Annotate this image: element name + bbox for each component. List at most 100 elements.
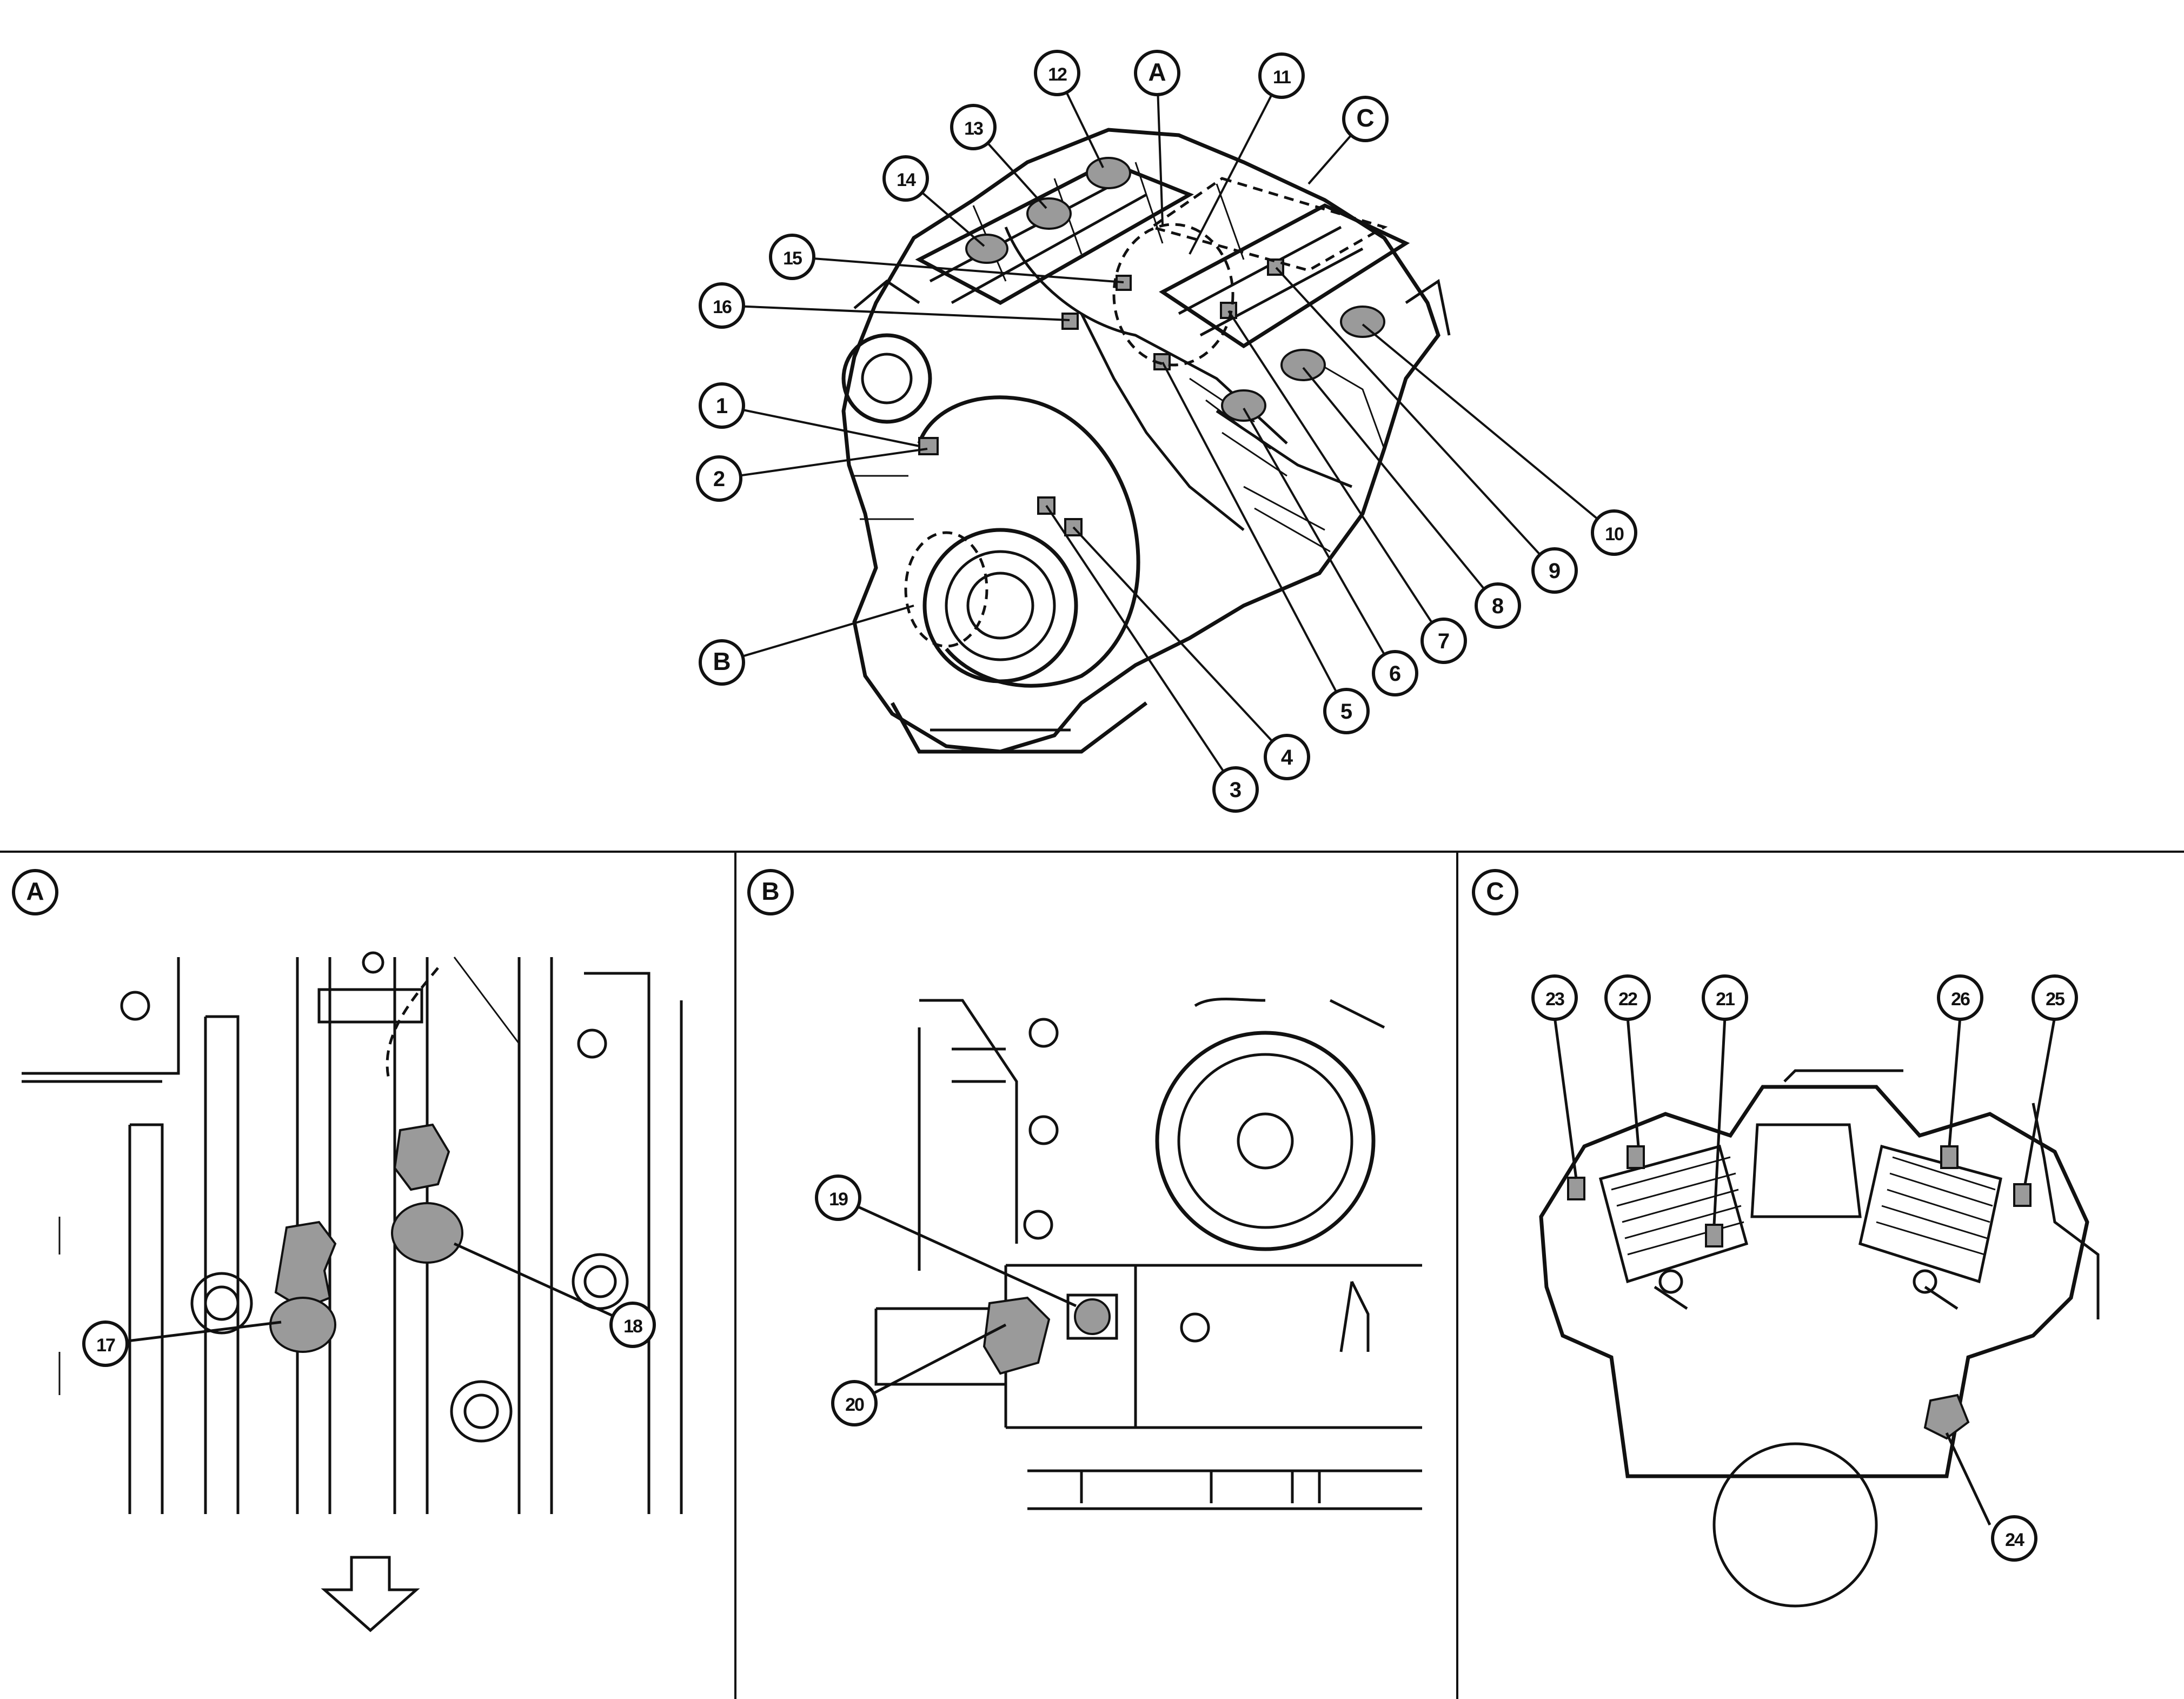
- callout-label: 9: [1549, 559, 1561, 583]
- leader-line: [1045, 505, 1237, 791]
- callout-circle: [831, 1380, 878, 1426]
- leader-line: [721, 404, 920, 447]
- callout-label: 25: [2046, 989, 2064, 1010]
- callout-circle: [1264, 734, 1310, 780]
- callout-12: 12: [1034, 50, 1104, 168]
- sensor-7-shape: [1220, 302, 1237, 319]
- callout-11: 11: [1189, 52, 1305, 255]
- callout-label: 18: [623, 1316, 642, 1337]
- sensor-24-shape: [1923, 1393, 1970, 1440]
- detail-highlight-outlines: [904, 177, 1388, 648]
- callout-circle: [882, 155, 929, 202]
- sensor-21-shape: [1705, 1224, 1723, 1247]
- callout-circle: [1604, 974, 1651, 1021]
- sensor-25-shape: [2013, 1183, 2032, 1207]
- callout-label: 16: [713, 297, 732, 317]
- callout-1: 1: [699, 382, 920, 447]
- sensor-19-shape: [1074, 1298, 1111, 1335]
- callout-circle: [1702, 974, 1748, 1021]
- panel-b-drawing: [837, 998, 1422, 1510]
- sensor-10-shape: [1340, 306, 1385, 338]
- callout-24: 24: [1991, 1515, 2037, 1562]
- leader-line: [1227, 310, 1445, 642]
- callout-circle: [747, 869, 794, 915]
- sensor-18-upper: [393, 1123, 450, 1191]
- callout-label: 24: [2005, 1530, 2024, 1550]
- callout-label: 5: [1340, 700, 1352, 724]
- sensor-12-shape: [1086, 157, 1131, 189]
- callout-circle: [699, 382, 745, 429]
- callout-label: A: [26, 877, 44, 905]
- sensor-22-shape: [1627, 1145, 1645, 1169]
- callout-6: 6: [1243, 408, 1418, 696]
- detail-b-outline: [904, 531, 988, 648]
- panel-callouts: A 17 18 B 19 20 C 21 22 23 24 25 26: [12, 869, 2078, 1562]
- callout-22: 22: [1604, 974, 1651, 1021]
- sensor-17-shape: [269, 1297, 336, 1353]
- callout-label: 1: [716, 394, 728, 418]
- sensor-6-shape: [1221, 389, 1266, 422]
- callout-circle: [1475, 582, 1521, 629]
- callout-10: 10: [1362, 323, 1637, 556]
- callout-circle: [769, 234, 815, 280]
- callout-label: 17: [96, 1335, 115, 1356]
- callout-label: 3: [1230, 778, 1242, 802]
- leader-line: [1072, 526, 1288, 758]
- leader-line: [721, 605, 914, 663]
- callout-circle: [1531, 547, 1578, 594]
- callout-9: 9: [1275, 267, 1578, 594]
- sensor-23-shape: [1567, 1177, 1585, 1200]
- callout-circle: [1937, 974, 1983, 1021]
- callout-8: 8: [1302, 367, 1521, 629]
- callout-label: C: [1486, 877, 1504, 905]
- callout-19: 19: [815, 1174, 861, 1221]
- detail-c-outline: [1149, 177, 1388, 272]
- panel-c-title: C: [1472, 869, 1518, 915]
- sensor-16-shape: [1061, 313, 1079, 330]
- callout-label: C: [1356, 104, 1374, 132]
- callout-16: 16: [699, 282, 1070, 329]
- callout-21: 21: [1702, 974, 1748, 1021]
- callout-circle: [1372, 650, 1418, 696]
- callout-circle: [1034, 50, 1080, 96]
- leader-line: [1362, 323, 1615, 534]
- callout-label: 14: [897, 170, 916, 190]
- callout-label: 7: [1438, 629, 1450, 653]
- callout-circle: [1991, 1515, 2037, 1562]
- leader-line: [1302, 367, 1499, 607]
- leader-line: [792, 256, 1124, 283]
- callout-circle: [1472, 869, 1518, 915]
- panel-a-title: A: [12, 869, 58, 915]
- callout-circle: [1531, 974, 1578, 1021]
- panel-a-drawing: [22, 951, 683, 1632]
- callout-4: 4: [1072, 526, 1310, 780]
- leader-line: [1156, 72, 1164, 225]
- callout-circle: [1134, 50, 1180, 96]
- callout-23: 23: [1531, 974, 1578, 1021]
- panel-b-title: B: [747, 869, 794, 915]
- callout-label: 6: [1389, 662, 1401, 686]
- callout-13: 13: [950, 104, 1047, 209]
- sensor-8-shape: [1280, 349, 1326, 381]
- callout-label: 20: [845, 1395, 864, 1415]
- callout-circle: [609, 1302, 656, 1348]
- callout-label: 26: [1951, 989, 1970, 1010]
- callout-label: 22: [1618, 989, 1637, 1010]
- callout-label: 13: [964, 118, 983, 139]
- callout-5: 5: [1161, 362, 1370, 734]
- sensor-20-shape: [983, 1296, 1051, 1375]
- callout-26: 26: [1937, 974, 1983, 1021]
- callout-label: 10: [1605, 524, 1624, 545]
- callout-circle: [82, 1320, 129, 1367]
- callout-label: 15: [783, 248, 802, 269]
- sensor-1-2-shape: [918, 437, 939, 455]
- callout-circle: [1258, 52, 1305, 99]
- callout-14: 14: [882, 155, 985, 247]
- sensor-13-shape: [1026, 197, 1072, 230]
- sensor-14-shape: [965, 234, 1008, 264]
- leader-line: [1161, 362, 1347, 712]
- callout-circle: [2032, 974, 2078, 1021]
- callout-18: 18: [609, 1302, 656, 1348]
